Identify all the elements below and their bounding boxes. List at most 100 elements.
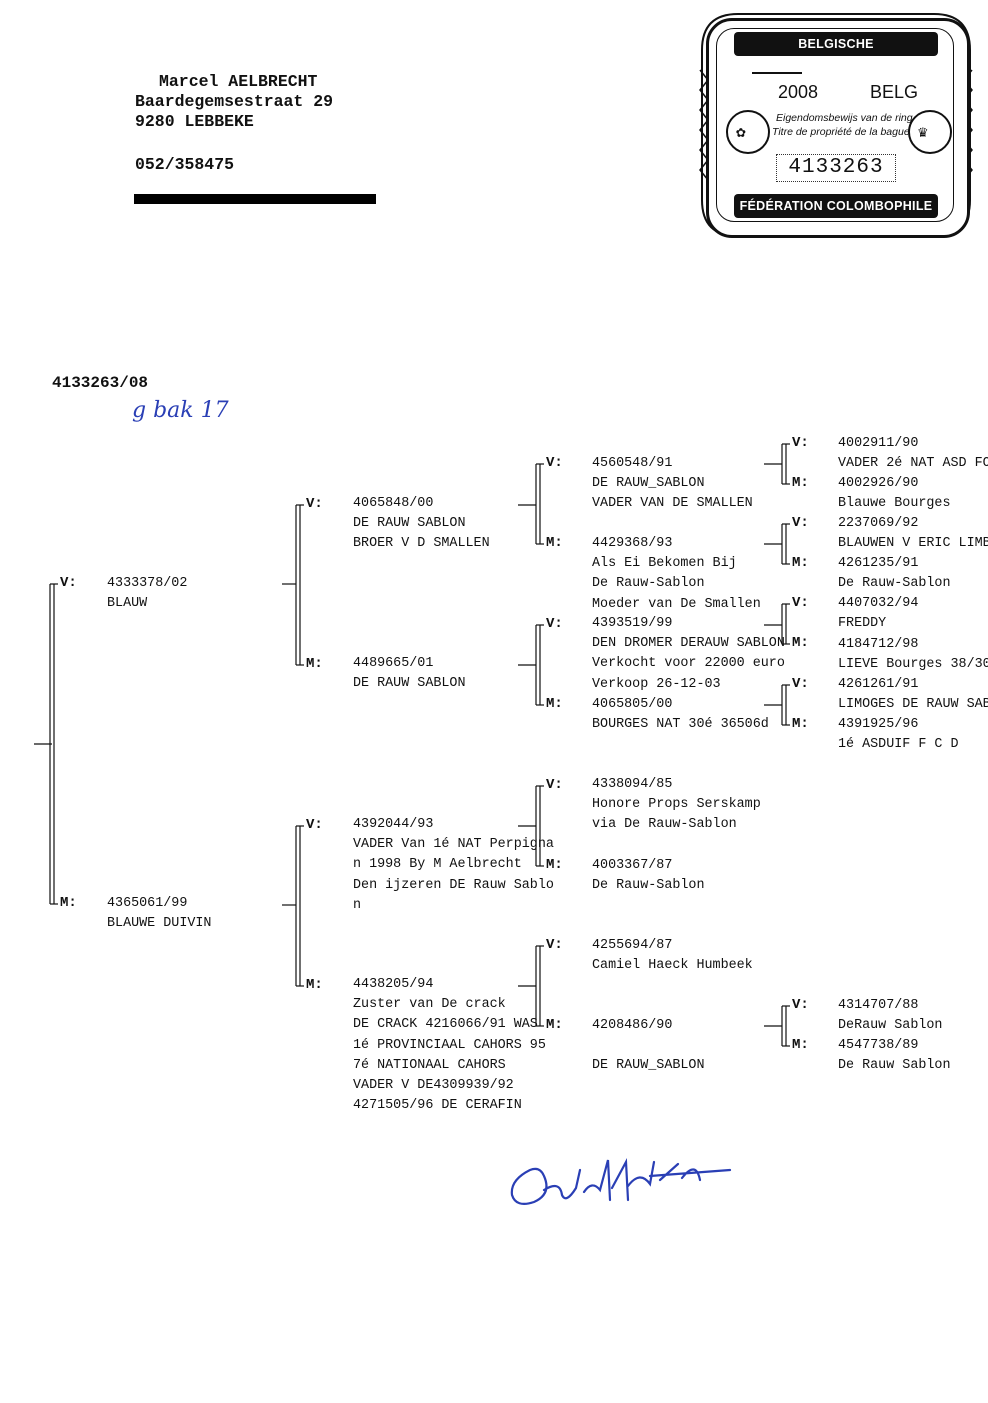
- ring-number: 4002926/90: [838, 476, 919, 491]
- rosette-icon: ✿: [726, 110, 770, 154]
- pedigree-note: VADER V DE4309939/92: [353, 1078, 514, 1094]
- certificate-inner-frame: [716, 28, 954, 222]
- pigeon-ring-number: 4133263/08: [52, 374, 149, 392]
- pedigree-note: VADER Van 1é NAT Perpigna: [353, 837, 554, 853]
- label-father: V:: [546, 777, 563, 793]
- pedigree-note: n 1998 By M Aelbrecht: [353, 857, 522, 873]
- ring-number: 4261261/91: [838, 677, 919, 692]
- pedigree-node-vvv: 4560548/91 DE RAUW_SABLON VADER VAN DE SMA…: [592, 454, 753, 515]
- pedigree-note: DE RAUW SABLON: [353, 676, 466, 692]
- label-father: V:: [792, 515, 809, 531]
- handwritten-signature: [510, 1158, 732, 1205]
- pedigree-note: BLAUWE DUIVIN: [107, 916, 212, 932]
- ring-number: 4065805/00: [592, 697, 673, 712]
- pedigree-note: De Rauw-Sablon: [838, 576, 951, 592]
- pedigree-note: DeRauw Sablon: [838, 1018, 943, 1034]
- certificate-ring-number: 4133263: [776, 154, 896, 182]
- label-mother: M:: [792, 475, 809, 491]
- pedigree-note: via De Rauw-Sablon: [592, 817, 737, 833]
- pedigree-note: BOURGES NAT 30é 36506d: [592, 717, 769, 733]
- pedigree-note: DE RAUW_SABLON: [592, 1058, 705, 1074]
- ring-number: 4065848/00: [353, 496, 434, 511]
- label-father: V:: [60, 575, 77, 591]
- ring-number: 4184712/98: [838, 637, 919, 652]
- handwritten-note: g bak 17: [132, 398, 229, 423]
- certificate-country: BELG: [870, 82, 919, 102]
- ring-certificate: BELGISCHE DUIVENLIEFHEBBERSBOND 2008 BEL…: [698, 10, 974, 240]
- pedigree-note: [592, 1036, 705, 1056]
- pedigree-note: Camiel Haeck Humbeek: [592, 958, 753, 974]
- ring-number: 4560548/91: [592, 456, 673, 471]
- ring-number: 4429368/93: [592, 536, 673, 551]
- ring-number: 4438205/94: [353, 977, 434, 992]
- label-mother: M:: [792, 635, 809, 651]
- certificate-bottom-band: FÉDÉRATION COLOMBOPHILE BELGE: [734, 194, 938, 237]
- pedigree-note: VADER VAN DE SMALLEN: [592, 496, 753, 512]
- owner-address: Marcel AELBRECHT Baardegemsestraat 29 92…: [135, 72, 333, 132]
- pedigree-node-vmmm: 4391925/96 1é ASDUIF F C D: [838, 715, 959, 755]
- certificate-text-nl: Eigendomsbewijs van de ring: [776, 112, 913, 124]
- pedigree-node-mmm: 4208486/90 DE RAUW_SABLON: [592, 1016, 705, 1077]
- label-father: V:: [792, 435, 809, 451]
- pedigree-node-mmmm: 4547738/89 De Rauw Sablon: [838, 1036, 951, 1076]
- label-mother: M:: [792, 716, 809, 732]
- pedigree-note: BROER V D SMALLEN: [353, 536, 490, 552]
- label-mother: M:: [546, 696, 563, 712]
- pedigree-note: Als Ei Bekomen Bij: [592, 556, 737, 572]
- ring-number: 4393519/99: [592, 616, 673, 631]
- pedigree-note: Verkoop 26-12-03: [592, 676, 721, 692]
- pedigree-note: Honore Props Serskamp: [592, 797, 761, 813]
- pedigree-note: DE RAUW_SABLON: [592, 476, 705, 492]
- label-father: V:: [792, 676, 809, 692]
- black-divider-bar: [134, 194, 376, 204]
- certificate-dash: [752, 72, 802, 74]
- pedigree-note: DE RAUW SABLON: [353, 516, 466, 532]
- label-mother: M:: [60, 895, 77, 911]
- owner-city: 9280 LEBBEKE: [135, 112, 254, 131]
- pedigree-node-vv: 4065848/00 DE RAUW SABLON BROER V D SMALLE…: [353, 494, 490, 555]
- pedigree-note: De Rauw-Sablon: [592, 878, 705, 894]
- certificate-year: 2008: [778, 82, 819, 102]
- owner-street: Baardegemsestraat 29: [135, 92, 334, 111]
- ring-number: 4338094/85: [592, 777, 673, 792]
- pedigree-note: De Rauw-Sablon: [592, 576, 705, 592]
- ring-number: 4208486/90: [592, 1018, 673, 1033]
- ring-number: 4392044/93: [353, 817, 434, 832]
- pedigree-note: Blauwe Bourges: [838, 496, 951, 512]
- label-father: V:: [792, 997, 809, 1013]
- owner-phone: 052/358475: [135, 155, 235, 174]
- pedigree-note: 1é ASDUIF F C D: [838, 737, 959, 753]
- crown-icon: ♛: [908, 110, 952, 154]
- ring-number: 4547738/89: [838, 1038, 919, 1053]
- pedigree-note: De Rauw Sablon: [838, 1058, 951, 1074]
- certificate-text-fr: Titre de propriété de la bague: [772, 126, 910, 138]
- pedigree-note: DE CRACK 4216066/91 WAS: [353, 1017, 538, 1033]
- label-father: V:: [546, 455, 563, 471]
- ring-number: 4391925/96: [838, 717, 919, 732]
- label-mother: M:: [306, 656, 323, 672]
- pedigree-note: 4271505/96 DE CERAFIN: [353, 1098, 522, 1114]
- label-mother: M:: [546, 857, 563, 873]
- pedigree-note: Den ijzeren DE Rauw Sablo: [353, 877, 554, 893]
- pedigree-note: DEN DROMER DERAUW SABLON: [592, 636, 785, 652]
- ring-number: 4002911/90: [838, 436, 919, 451]
- ring-number: 4314707/88: [838, 998, 919, 1013]
- pedigree-note: Verkocht voor 22000 euro: [592, 656, 785, 672]
